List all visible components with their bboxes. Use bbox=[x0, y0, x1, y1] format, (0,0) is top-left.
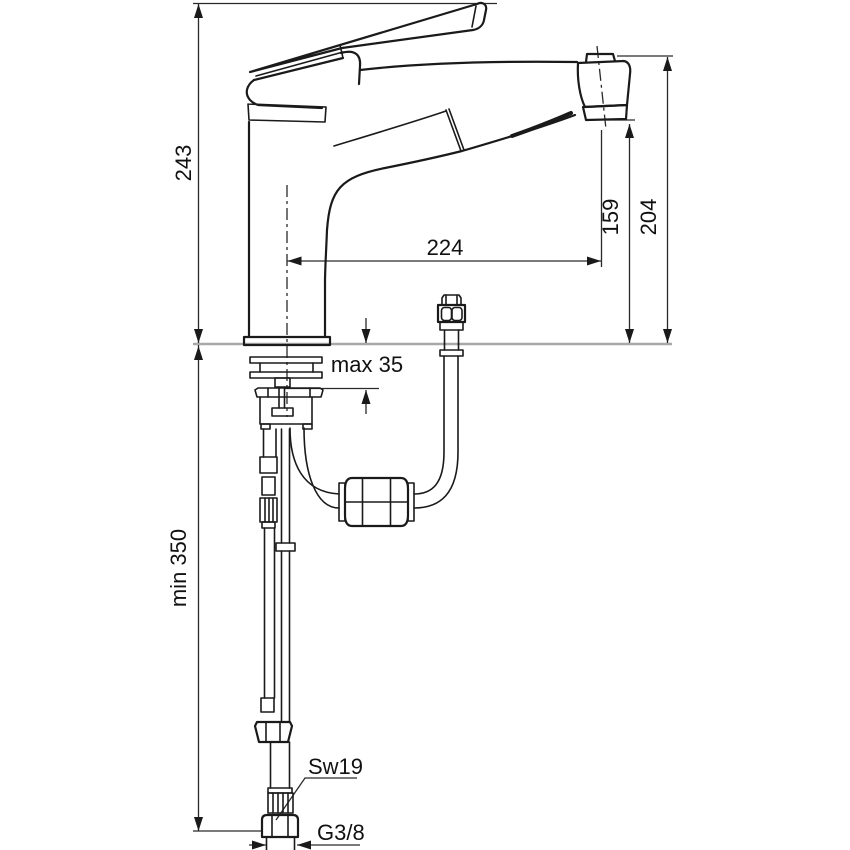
spray-hose-left-bend-outer bbox=[303, 427, 340, 509]
spout-top-edge bbox=[358, 60, 579, 72]
arrowhead-up bbox=[194, 4, 203, 18]
spray-head-top-cap bbox=[584, 52, 617, 64]
dim-label-max35: max 35 bbox=[331, 352, 403, 377]
arrowhead-down bbox=[194, 329, 203, 343]
arrowhead-up bbox=[663, 57, 672, 71]
hex-flat-right bbox=[451, 306, 463, 322]
sw19-hex-nut bbox=[260, 813, 300, 839]
dim-243: 243 bbox=[171, 2, 497, 343]
base-flange bbox=[242, 335, 332, 347]
hose-end-braid bbox=[267, 792, 294, 814]
lever-tip-fold-line bbox=[471, 5, 477, 28]
spout-crease-line bbox=[333, 110, 447, 147]
connector-cap-lines bbox=[445, 294, 458, 306]
under-counter-assembly bbox=[249, 343, 464, 850]
stud-stem bbox=[278, 386, 286, 409]
spray-hose-right-bend-inner bbox=[413, 355, 445, 495]
connector-top-cap bbox=[441, 294, 462, 306]
hose-counterweight bbox=[343, 476, 410, 528]
hose-a-ribs bbox=[264, 497, 274, 523]
hose-a-upper bbox=[262, 428, 277, 458]
spray-head-outlet-cap bbox=[581, 103, 629, 122]
cartridge-dome-top-edge bbox=[252, 56, 345, 82]
shank-washer-lower bbox=[249, 371, 323, 379]
pullout-joint-seam bbox=[445, 108, 465, 152]
hose-end-tube bbox=[269, 741, 291, 789]
dim-label-159: 159 bbox=[598, 199, 623, 236]
spray-hose-counter-collar bbox=[439, 349, 464, 357]
dim-label-204: 204 bbox=[636, 199, 661, 236]
hose-a-endcap bbox=[261, 521, 276, 529]
dim-max-35: max 35 bbox=[285, 318, 403, 414]
hose-joint-nut bbox=[253, 720, 294, 744]
arrowhead-down bbox=[625, 329, 634, 343]
hose-b-collar bbox=[275, 542, 296, 552]
leader-line-sw19 bbox=[275, 777, 357, 821]
hose-a-ridge bbox=[261, 476, 276, 496]
shank-washer-upper bbox=[249, 356, 323, 364]
arrowhead-down bbox=[361, 329, 371, 343]
dim-159: 159 bbox=[598, 119, 635, 343]
shank-foot-right bbox=[302, 423, 313, 430]
lever-seam bbox=[339, 44, 344, 59]
hose-a-sleeve bbox=[259, 456, 278, 474]
shank-foot-left bbox=[260, 423, 271, 430]
hose-joint-nut-facets bbox=[265, 721, 281, 743]
dim-224: 224 bbox=[287, 130, 603, 267]
spray-hose-left-bend-inner bbox=[289, 427, 340, 495]
label-sw19-group: Sw19 bbox=[275, 754, 363, 821]
mounting-nut-notches bbox=[267, 387, 311, 398]
spray-hose-right-bend-outer bbox=[413, 355, 459, 509]
hex-flat-left bbox=[440, 306, 453, 322]
dim-label-min350: min 350 bbox=[166, 529, 191, 607]
lever-handle bbox=[248, 1, 488, 74]
arrowhead-right bbox=[587, 256, 601, 266]
arrowhead-right bbox=[252, 840, 266, 850]
connector-tube bbox=[443, 329, 460, 345]
hose-a-lower bbox=[263, 527, 276, 699]
dim-204: 204 bbox=[617, 55, 673, 343]
spout-bottom-sweep bbox=[323, 113, 577, 284]
lever-chamfer-line bbox=[255, 51, 344, 77]
arrowhead-left bbox=[287, 256, 302, 266]
hose-connector-above-counter bbox=[436, 294, 467, 345]
label-g38: G3/8 bbox=[317, 820, 365, 845]
g38-thread-stub bbox=[265, 836, 296, 850]
shank-body bbox=[259, 396, 313, 425]
dim-min-350: min 350 bbox=[166, 345, 262, 832]
mounting-nut bbox=[254, 387, 324, 398]
dim-label-224: 224 bbox=[427, 235, 464, 260]
spout-shading-line bbox=[510, 111, 573, 138]
sw19-nut-facets bbox=[271, 814, 289, 838]
spray-hose-counter-tube bbox=[443, 343, 460, 351]
hose-end-braid-ribs bbox=[272, 792, 289, 814]
dim-label-243: 243 bbox=[171, 145, 196, 182]
arrowhead-down bbox=[194, 817, 203, 831]
hose-b-upper bbox=[280, 428, 291, 544]
connector-hex-nut bbox=[436, 303, 467, 324]
hose-b-lower bbox=[280, 550, 291, 723]
stud-head bbox=[274, 377, 291, 388]
faucet-body bbox=[242, 1, 632, 347]
arrowhead-up bbox=[194, 346, 203, 360]
stud-t-bar bbox=[271, 407, 294, 417]
counterweight-seams bbox=[344, 477, 409, 527]
spray-head-body bbox=[576, 59, 632, 109]
arrowhead-up bbox=[625, 124, 634, 138]
label-sw19: Sw19 bbox=[308, 754, 363, 779]
connector-collar bbox=[439, 321, 464, 331]
shank-tube bbox=[259, 362, 314, 373]
label-g38-group: G3/8 bbox=[249, 820, 365, 850]
hose-a-connector bbox=[260, 697, 275, 713]
arrowhead-left bbox=[297, 840, 311, 850]
arrowhead-up bbox=[361, 390, 371, 404]
spray-head-centerline bbox=[596, 45, 607, 130]
body-collar-ring bbox=[247, 103, 327, 123]
arrowhead-down bbox=[663, 329, 672, 343]
spout-root bbox=[339, 50, 362, 86]
